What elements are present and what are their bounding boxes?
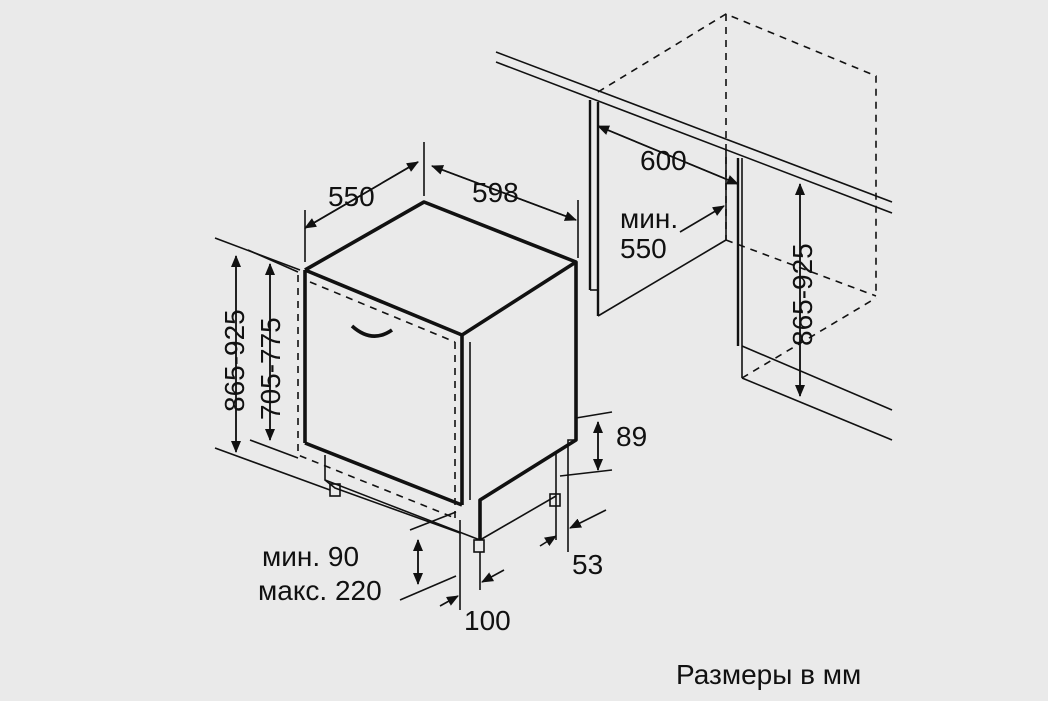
dishwasher-body bbox=[297, 200, 578, 553]
label-height-total: 865-925 bbox=[219, 309, 250, 412]
caption-units: Размеры в мм bbox=[676, 659, 861, 690]
installation-niche bbox=[495, 13, 893, 441]
label-foot-min: мин. 90 bbox=[262, 541, 359, 572]
label-plinth-offset: 53 bbox=[572, 549, 603, 580]
label-niche-depth: 600 bbox=[640, 145, 687, 176]
label-niche-min-value: 550 bbox=[620, 233, 667, 264]
label-foot-depth: 100 bbox=[464, 605, 511, 636]
label-niche-min: мин. bbox=[620, 203, 678, 234]
label-foot-max: макс. 220 bbox=[258, 575, 382, 606]
dimension-lines bbox=[214, 125, 805, 610]
label-plinth-height: 89 bbox=[616, 421, 647, 452]
label-niche-height: 865-925 bbox=[787, 243, 818, 346]
door-handle-icon bbox=[350, 324, 394, 338]
label-width-depth: 550 bbox=[328, 181, 375, 212]
label-height-door: 705-775 bbox=[255, 317, 286, 420]
label-width: 598 bbox=[472, 177, 519, 208]
